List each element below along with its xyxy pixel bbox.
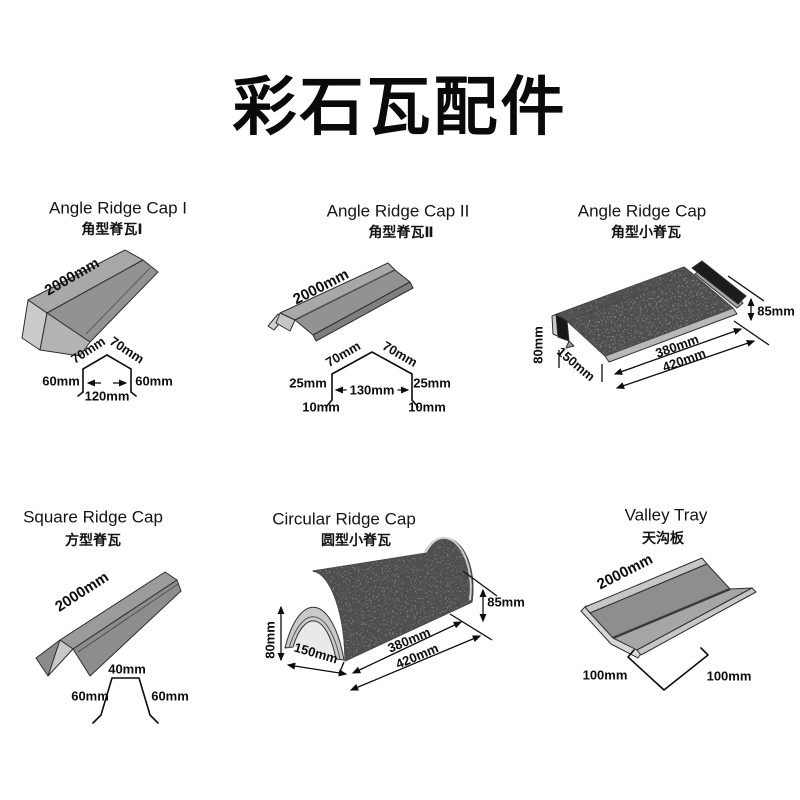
- p3-end-height-dim: 85mm: [757, 303, 795, 319]
- p1-subtitle-zh: 角型脊瓦Ⅰ: [81, 221, 143, 237]
- p3-subtitle-zh: 角型小脊瓦: [611, 224, 681, 240]
- angle-ridge-cap-1-drawing: [21, 249, 159, 397]
- p1-side-left-dim: 60mm: [42, 373, 80, 389]
- p2-side-right-dim: 25mm: [413, 375, 451, 391]
- p4-title: Square Ridge Cap: [23, 507, 163, 527]
- angle-ridge-cap-small-drawing: [551, 260, 770, 390]
- p4-top-dim: 40mm: [108, 661, 146, 677]
- p1-side-right-dim: 60mm: [135, 373, 173, 389]
- p6-side-left-dim: 100mm: [582, 667, 628, 683]
- p2-width-dim: 130mm: [346, 383, 398, 397]
- p3-height-dim: 80mm: [530, 326, 546, 364]
- p1-width-dim: 120mm: [84, 388, 130, 404]
- p5-title: Circular Ridge Cap: [272, 509, 416, 529]
- angle-ridge-cap-2-drawing: [267, 262, 419, 408]
- p2-title: Angle Ridge Cap II: [326, 201, 470, 221]
- p2-side-left-dim: 25mm: [289, 375, 327, 391]
- p4-side-left-dim: 60mm: [71, 688, 109, 704]
- p2-flare-left-dim: 10mm: [302, 399, 340, 415]
- p5-end-height-dim: 85mm: [487, 594, 525, 610]
- p2-subtitle-zh: 角型脊瓦Ⅱ: [368, 224, 434, 240]
- page-title: 彩石瓦配件: [232, 71, 568, 143]
- p5-subtitle-zh: 圆型小脊瓦: [321, 532, 391, 548]
- p1-title: Angle Ridge Cap I: [49, 198, 187, 218]
- valley-tray-drawing: [580, 557, 757, 691]
- p6-title: Valley Tray: [624, 505, 708, 525]
- p2-flare-right-dim: 10mm: [408, 399, 446, 415]
- square-ridge-cap-drawing: [35, 571, 182, 724]
- p6-subtitle-zh: 天沟板: [642, 530, 684, 546]
- p5-height-dim: 80mm: [262, 621, 278, 659]
- circular-ridge-cap-drawing: [277, 536, 498, 691]
- p3-title: Angle Ridge Cap: [577, 201, 707, 221]
- p6-side-right-dim: 100mm: [706, 668, 752, 684]
- p4-subtitle-zh: 方型脊瓦: [65, 532, 121, 548]
- p4-side-right-dim: 60mm: [151, 688, 189, 704]
